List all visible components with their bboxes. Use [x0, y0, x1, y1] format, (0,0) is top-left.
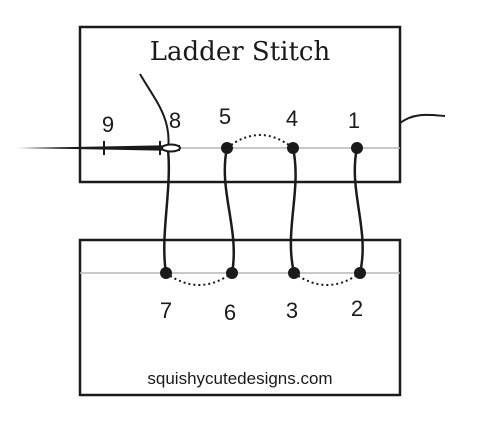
thread-tail [399, 113, 446, 124]
stitch-point-3 [288, 267, 300, 279]
label-5: 5 [219, 104, 231, 129]
label-2: 2 [351, 296, 363, 321]
diagram-title: Ladder Stitch [150, 37, 331, 67]
needle-eye [161, 143, 181, 153]
label-7: 7 [160, 298, 172, 323]
crossing-stitch-3-4 [289, 147, 297, 274]
crossing-stitch-7-8 [163, 149, 171, 274]
needle-thread [139, 73, 170, 151]
hidden-stitch-bottom-7-6 [165, 272, 233, 286]
label-6: 6 [224, 300, 236, 325]
credit-text: squishycutedesigns.com [147, 369, 332, 388]
crossing-stitch-5-6 [223, 147, 236, 274]
hidden-stitch-bottom-3-2 [293, 272, 361, 286]
label-4: 4 [286, 106, 298, 131]
crossing-stitch-1-2 [353, 147, 364, 274]
hidden-stitch-top-5-4 [226, 134, 294, 149]
stitch-point-1 [351, 142, 363, 154]
top-fabric-panel [78, 25, 402, 184]
stitch-point-5 [221, 142, 233, 154]
stitch-point-4 [287, 142, 299, 154]
label-3: 3 [286, 298, 298, 323]
stitch-point-6 [226, 267, 238, 279]
bottom-fabric-panel [78, 238, 402, 397]
label-8: 8 [169, 108, 181, 133]
stitch-point-2 [354, 267, 366, 279]
needle-icon [18, 145, 180, 151]
label-9: 9 [102, 112, 114, 137]
label-1: 1 [348, 108, 360, 133]
stitch-point-7 [160, 267, 172, 279]
